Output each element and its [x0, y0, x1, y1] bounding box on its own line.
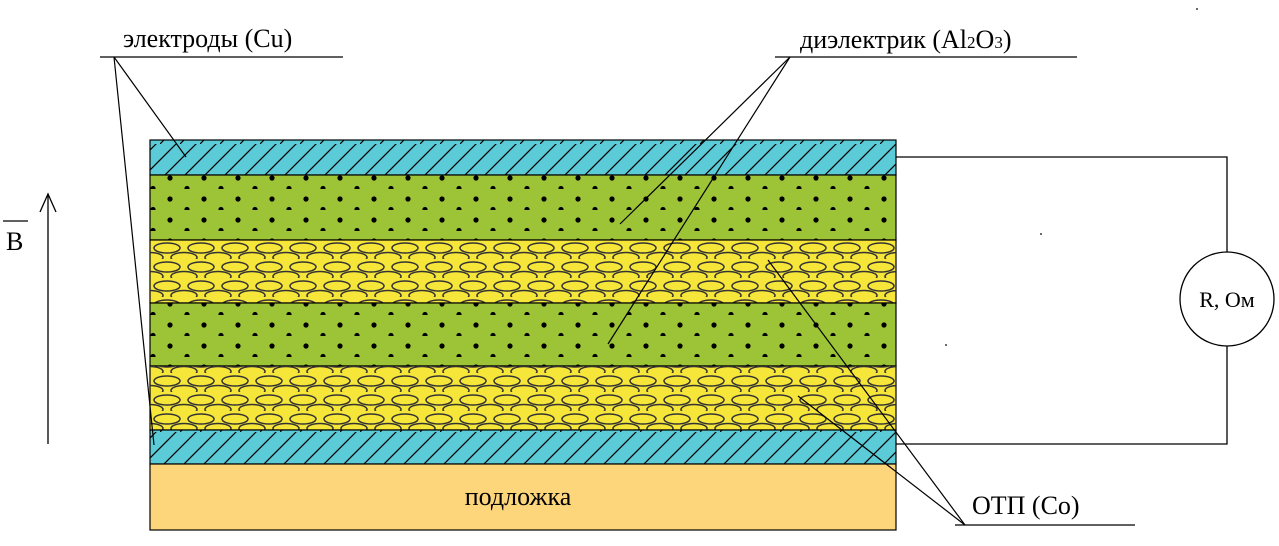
top-electrode-layer [149, 139, 897, 176]
substrate-label: подложка [465, 482, 572, 511]
field-label: B [6, 227, 23, 256]
dielectric-layer-2 [149, 302, 897, 367]
electrodes-label: электроды (Cu) [123, 24, 292, 53]
resistance-meter [1179, 251, 1275, 347]
ftp-label: ОТП (Co) [972, 491, 1080, 520]
substrate-layer: подложка [149, 463, 897, 531]
speck [1196, 8, 1198, 10]
ftp-layer-2 [149, 365, 897, 431]
speck [1040, 233, 1042, 235]
ftp-leader-lines [767, 259, 1135, 526]
bottom-electrode-layer [149, 429, 897, 465]
resistance-label: R, Ом [1199, 287, 1255, 312]
dielectric-label: диэлектрик (Al2O3) [800, 25, 1011, 54]
electrodes-leader-lines [100, 56, 343, 446]
magnetic-field-arrow [39, 192, 57, 444]
measurement-circuit [896, 156, 1275, 445]
dielectric-layer-1 [149, 174, 897, 241]
speck [945, 344, 947, 346]
ftp-layer-1 [149, 239, 897, 304]
dielectric-leader-lines [607, 56, 1077, 345]
